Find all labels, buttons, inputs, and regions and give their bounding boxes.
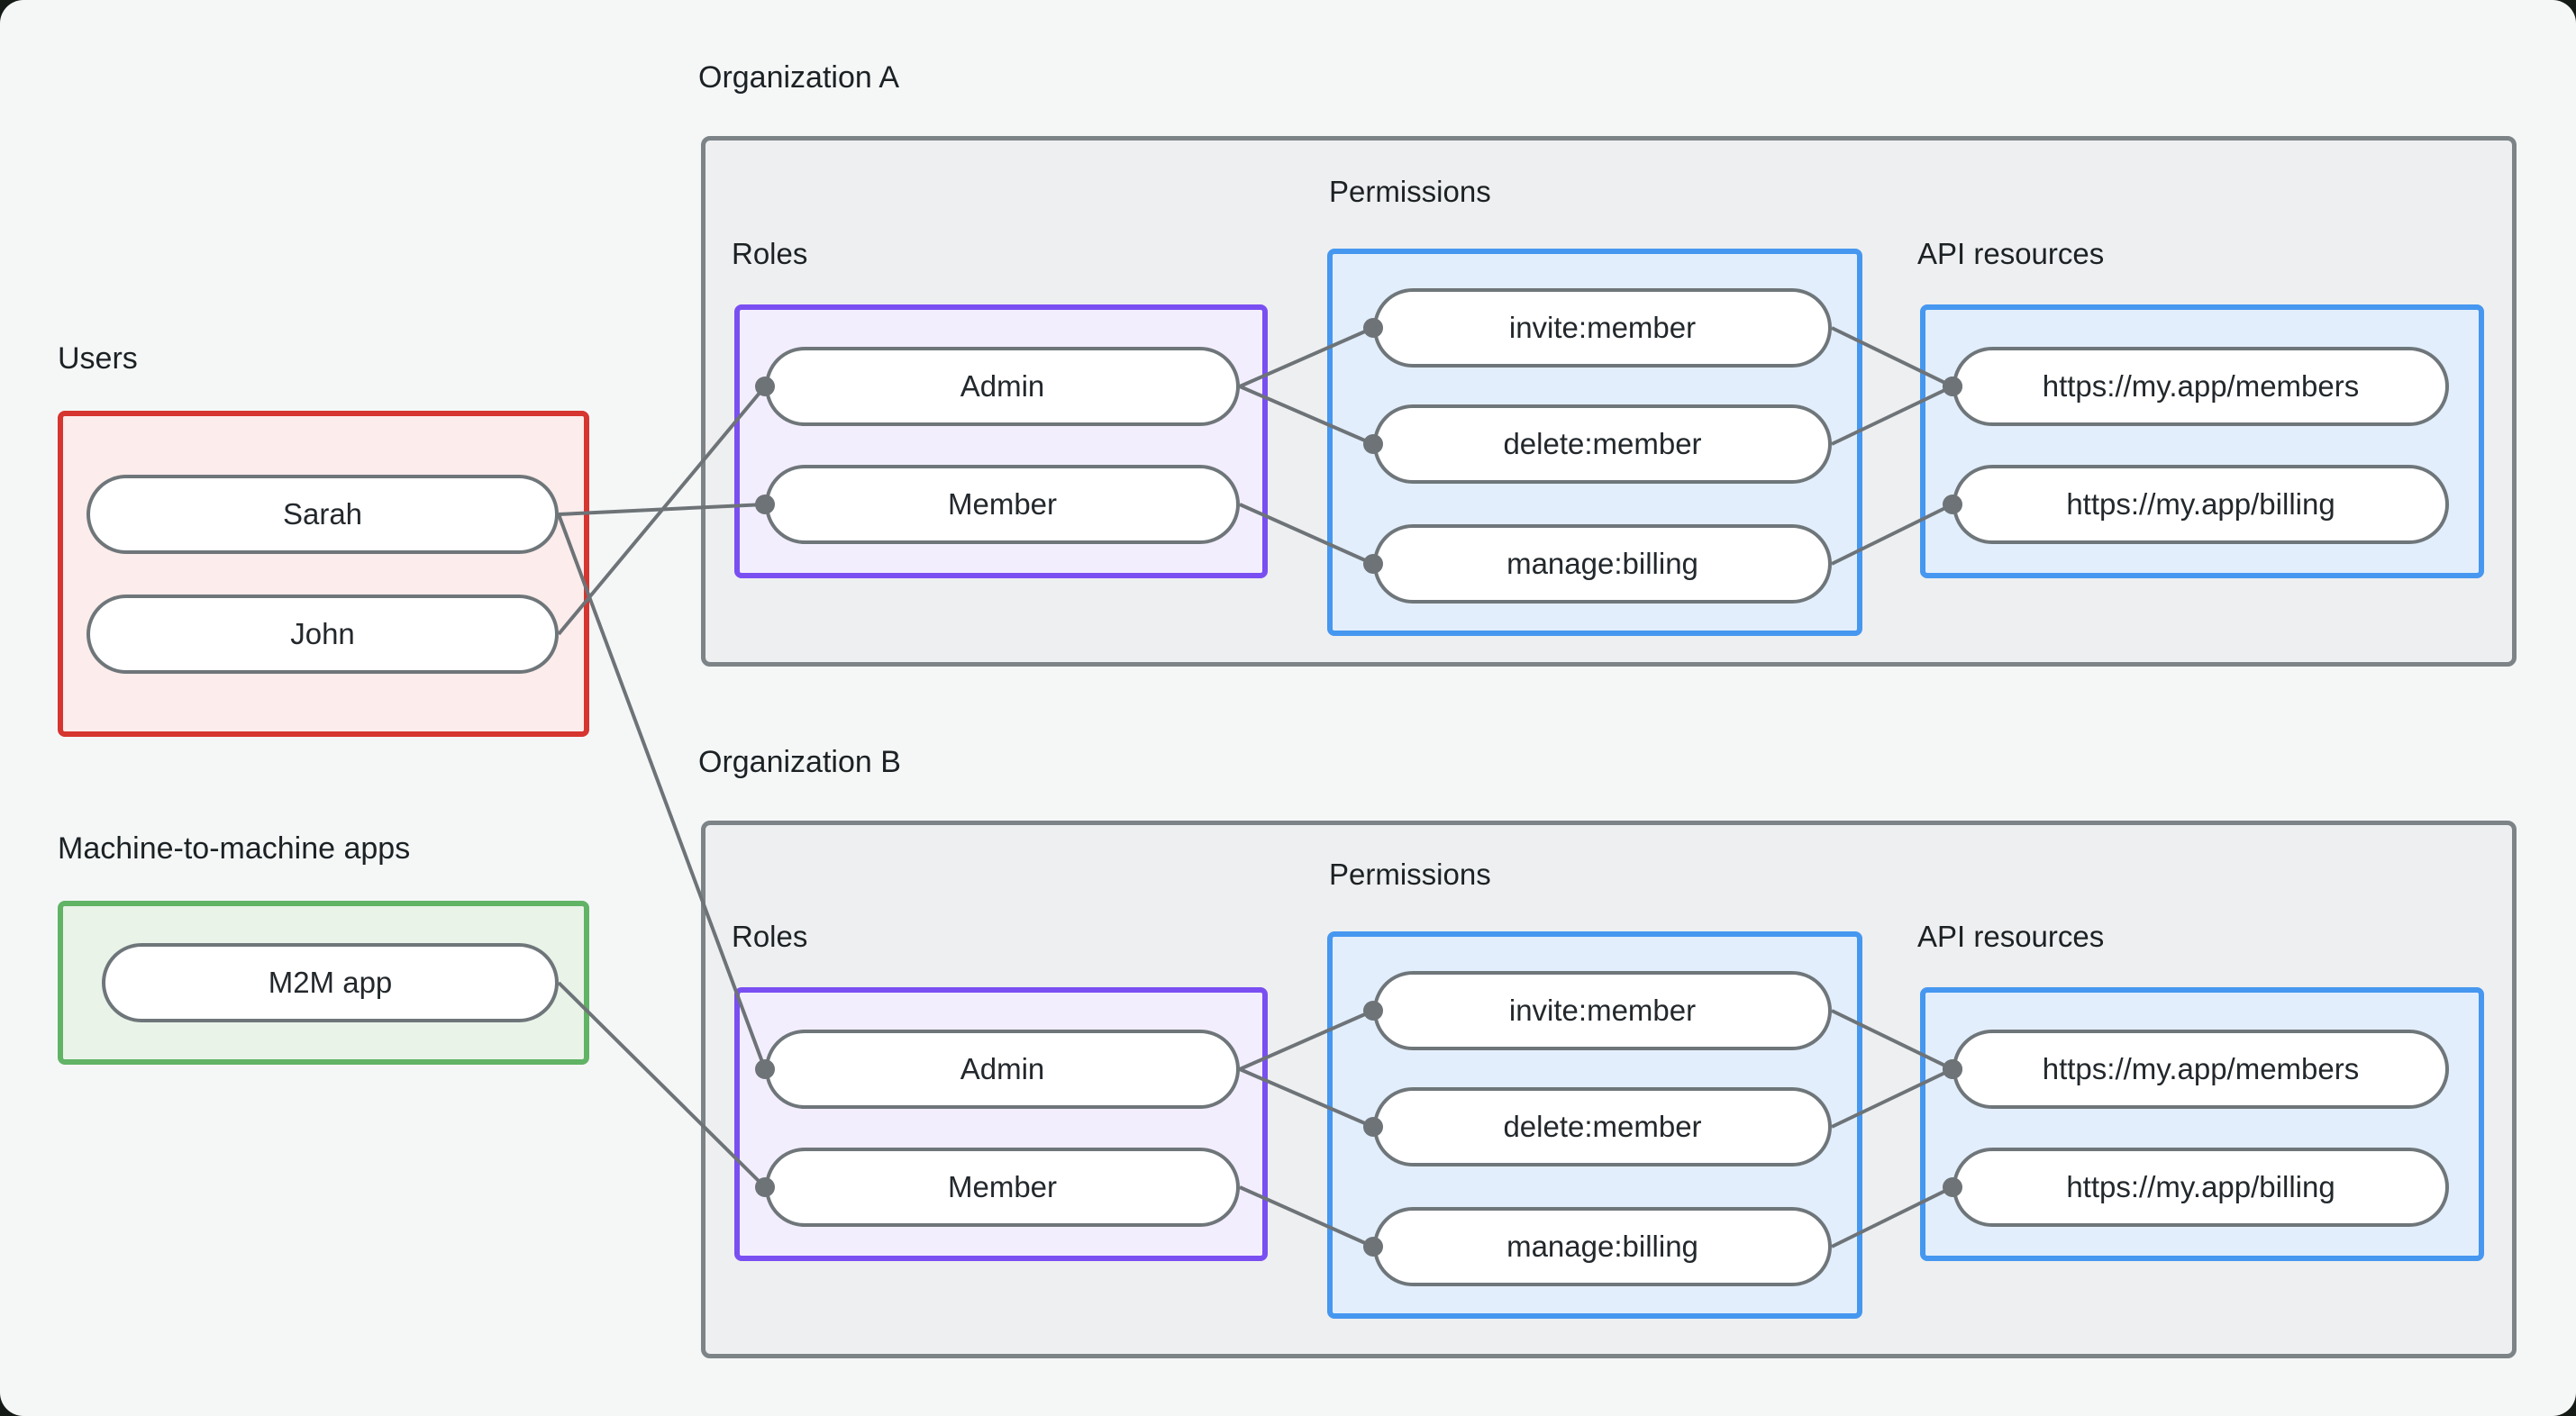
users-group-label: Users	[58, 341, 138, 376]
org-a-role-member: Member	[765, 465, 1240, 544]
org-a-api-billing-label: https://my.app/billing	[2066, 487, 2335, 521]
m2m-group-label: Machine-to-machine apps	[58, 831, 411, 866]
org-b-role-member: Member	[765, 1148, 1240, 1227]
org-b-permission-manage: manage:billing	[1373, 1207, 1832, 1286]
users-group-box	[58, 411, 589, 737]
org-a-permissions-label: Permissions	[1329, 175, 1491, 208]
org-b-roles-label: Roles	[732, 920, 808, 953]
org-a-api-members-label: https://my.app/members	[2042, 369, 2360, 403]
org-a-permission-manage-label: manage:billing	[1506, 547, 1698, 580]
org-b-permissions-label: Permissions	[1329, 858, 1491, 891]
org-b-permission-invite-label: invite:member	[1508, 994, 1697, 1027]
org-a-role-member-label: Member	[947, 487, 1058, 521]
user-node-john-label: John	[290, 617, 355, 650]
org-a-title: Organization A	[698, 60, 900, 95]
org-b-api-billing: https://my.app/billing	[1952, 1148, 2449, 1227]
org-a-roles-label: Roles	[732, 237, 808, 270]
user-node-sarah: Sarah	[86, 475, 559, 554]
org-a-permission-invite: invite:member	[1373, 288, 1832, 368]
org-a-permission-delete: delete:member	[1373, 404, 1832, 484]
org-b-permission-invite: invite:member	[1373, 971, 1832, 1050]
org-b-permission-manage-label: manage:billing	[1506, 1230, 1698, 1263]
org-a-api-members: https://my.app/members	[1952, 347, 2449, 426]
org-b-permission-delete-label: delete:member	[1503, 1110, 1702, 1143]
org-a-permission-invite-label: invite:member	[1508, 311, 1697, 344]
org-a-role-admin: Admin	[765, 347, 1240, 426]
org-b-title: Organization B	[698, 745, 901, 779]
org-b-role-member-label: Member	[947, 1170, 1058, 1203]
user-node-sarah-label: Sarah	[282, 497, 363, 531]
org-a-permission-delete-label: delete:member	[1503, 427, 1702, 460]
org-b-permission-delete: delete:member	[1373, 1087, 1832, 1166]
org-a-api-label: API resources	[1917, 237, 2105, 270]
org-b-api-members: https://my.app/members	[1952, 1030, 2449, 1109]
user-node-john: John	[86, 595, 559, 674]
org-b-api-label: API resources	[1917, 920, 2105, 953]
m2m-app-node: M2M app	[102, 943, 559, 1022]
org-a-role-admin-label: Admin	[960, 369, 1045, 403]
org-b-api-billing-label: https://my.app/billing	[2066, 1170, 2335, 1203]
org-b-role-admin-label: Admin	[960, 1052, 1045, 1085]
m2m-app-node-label: M2M app	[268, 966, 393, 999]
org-b-api-members-label: https://my.app/members	[2042, 1052, 2360, 1085]
org-a-permission-manage: manage:billing	[1373, 524, 1832, 604]
org-b-role-admin: Admin	[765, 1030, 1240, 1109]
org-a-api-billing: https://my.app/billing	[1952, 465, 2449, 544]
